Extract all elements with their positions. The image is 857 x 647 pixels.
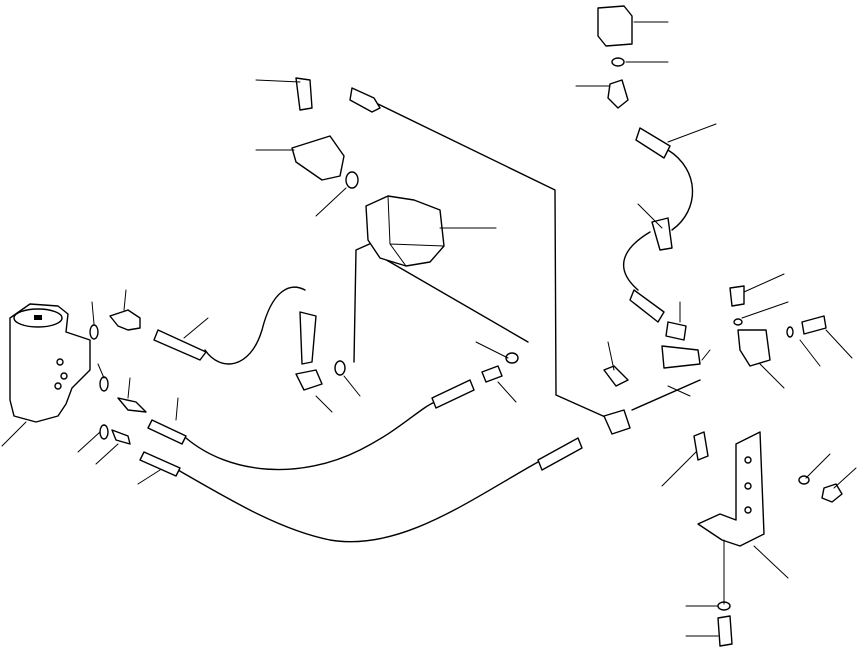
hose-loop-center [204, 286, 306, 365]
leader-4 [137, 469, 161, 485]
pressure-switch-top [295, 77, 313, 111]
leader-10 [175, 397, 179, 421]
steering-unit-body [9, 303, 91, 423]
tee-fitting-center [295, 369, 323, 391]
steering-unit-port [34, 315, 42, 320]
leader-11 [255, 79, 301, 83]
fitting-top-center [349, 87, 381, 113]
leader-34 [753, 545, 789, 579]
adapter-center [481, 365, 503, 383]
valve-block-small [291, 135, 345, 181]
leader-7 [183, 317, 209, 339]
leader-28 [799, 339, 821, 367]
leader-6 [123, 289, 127, 311]
leader-31 [661, 451, 697, 487]
mounting-bracket [697, 431, 765, 547]
hose-end-center-1 [431, 379, 475, 409]
control-valve-edge [387, 195, 445, 267]
steering-unit-port-1 [56, 358, 64, 366]
bracket-hole-3 [744, 506, 752, 514]
leader-lines [1, 21, 857, 637]
elbow-fitting-left [109, 309, 141, 331]
bracket-hole-1 [744, 456, 752, 464]
dash-right [667, 349, 711, 397]
leader-29 [825, 329, 853, 359]
o-ring-right-top [611, 57, 625, 67]
valve-bracket-top [597, 5, 633, 47]
hose-clamp [651, 217, 673, 251]
o-ring-center-right [505, 352, 519, 364]
nut-right [821, 483, 843, 503]
steering-unit-port-2 [60, 372, 68, 380]
leader-3 [95, 443, 119, 465]
hose-right-lower [631, 379, 701, 411]
leader-32 [805, 453, 831, 479]
hose-end-right-top [635, 127, 671, 159]
control-valve-block [365, 195, 445, 267]
leader-8 [97, 363, 105, 379]
o-ring-left-top [89, 324, 99, 340]
bracket-hole-2 [744, 482, 752, 490]
hose-right-loop [667, 149, 694, 231]
steering-unit [9, 303, 91, 423]
hose-valve-down [353, 241, 375, 363]
hose-lower-middle [185, 401, 436, 471]
adapter-left-low [111, 429, 131, 445]
hose-end-1 [153, 329, 207, 361]
hose-end-right-mid [629, 289, 665, 323]
leader-30 [759, 363, 785, 389]
leader-2 [77, 431, 101, 453]
leader-18 [497, 381, 517, 403]
leader-13 [315, 187, 347, 217]
left-fittings [89, 309, 207, 477]
right-parts [597, 5, 843, 647]
leader-22 [667, 123, 717, 143]
leader-17 [475, 341, 509, 359]
leader-23 [637, 203, 663, 229]
hose-lower-long [177, 461, 539, 543]
hose-end-2 [147, 419, 187, 445]
tee-right [661, 345, 701, 369]
hose-upper-long [377, 103, 613, 421]
block-small-right [693, 431, 709, 461]
leader-26 [743, 273, 785, 293]
o-ring-left-low [99, 424, 109, 440]
leader-5 [91, 301, 95, 325]
adapter-left [117, 397, 147, 413]
leader-9 [127, 377, 131, 399]
leader-25 [607, 341, 615, 371]
hose-bent-right [603, 365, 629, 387]
o-ring-center [345, 171, 359, 189]
hose-end-3 [139, 451, 181, 477]
elbow-lower-right [603, 409, 631, 435]
elbow-fitting-right [607, 79, 629, 109]
hose-right-loop-2 [622, 231, 651, 291]
o-ring-left-mid [99, 376, 109, 392]
leader-33 [833, 467, 857, 489]
bolt-bottom [717, 615, 733, 647]
leader-1 [1, 421, 27, 447]
adapter-right [665, 321, 687, 341]
bolt-right-2 [801, 315, 827, 335]
support-bracket [737, 329, 771, 367]
leader-27 [741, 301, 789, 319]
o-ring-center-low [334, 360, 346, 376]
center-parts [291, 77, 583, 471]
leader-15 [315, 395, 333, 413]
steering-unit-port-3 [54, 382, 62, 390]
leader-16 [343, 375, 361, 397]
washer-right-2 [786, 326, 794, 338]
pressure-switch-center [299, 311, 317, 365]
hose-end-center-2 [537, 437, 583, 471]
washer-right [733, 318, 743, 326]
hose-lines [177, 103, 711, 543]
hose-valve-to-right [382, 257, 529, 343]
bolt-right-top [729, 285, 745, 307]
